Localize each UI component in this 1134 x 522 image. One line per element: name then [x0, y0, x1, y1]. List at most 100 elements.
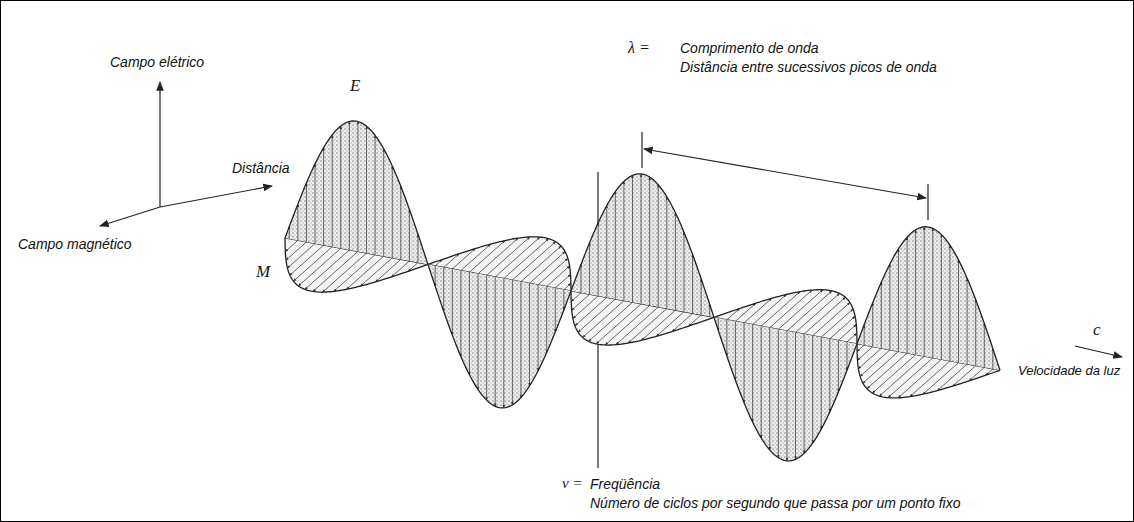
field-vector [692, 254, 693, 313]
bracket-tick [641, 132, 642, 168]
axis-label: Distância [232, 160, 290, 177]
field-vector [649, 177, 650, 305]
field-vector [563, 290, 564, 310]
field-vector [546, 286, 547, 352]
field-vector [529, 283, 530, 386]
distance-axis [160, 186, 272, 207]
definition-note: Número de ciclos por segundo que passa p… [590, 495, 960, 512]
field-vector [400, 186, 401, 259]
field-vector [821, 309, 853, 337]
field-vector [332, 135, 333, 247]
field-vector [666, 197, 667, 309]
electric-wave-fill [285, 121, 1000, 461]
field-vector [478, 238, 518, 274]
axis-label: Campo elétrico [110, 54, 204, 71]
field-vector [581, 264, 582, 292]
field-vector [417, 234, 418, 262]
field-vector [340, 126, 341, 248]
field-vector [975, 300, 976, 366]
definition-note: Distância entre sucessivos picos de onda [680, 59, 937, 76]
field-vector [315, 164, 316, 244]
field-vector [628, 309, 667, 343]
field-vector [571, 293, 581, 302]
field-vector [357, 122, 358, 252]
field-vector [778, 329, 779, 457]
wavelength-bracket [642, 132, 928, 220]
symbol-label: λ = [628, 38, 650, 57]
field-vector [460, 271, 461, 357]
field-vector [521, 246, 561, 282]
field-vector [598, 223, 599, 296]
field-vector [984, 323, 985, 367]
field-vector [564, 283, 571, 289]
field-vector [924, 227, 925, 356]
field-vector [949, 245, 950, 361]
term-label: Velocidade da luz [1018, 363, 1120, 379]
field-vector [298, 248, 340, 286]
electric-wave [285, 121, 1000, 461]
field-vector [293, 247, 332, 281]
propagation-arrow [1075, 346, 1122, 357]
field-vector [898, 249, 899, 352]
field-vector [375, 135, 376, 254]
field-vector [616, 307, 658, 345]
field-vector [383, 149, 384, 257]
field-vector [761, 292, 800, 326]
field-vector [547, 266, 570, 286]
field-vector [683, 232, 684, 312]
field-vector [575, 298, 607, 326]
field-vector [503, 278, 504, 407]
field-vector [858, 348, 881, 368]
field-vector [469, 272, 470, 375]
field-vector [726, 320, 727, 356]
axes-symbol [100, 82, 272, 226]
field-vector [967, 278, 968, 364]
field-vector [538, 285, 539, 371]
field-vector [769, 328, 770, 450]
field-vector [615, 192, 616, 300]
field-vector [812, 336, 813, 444]
wave-group [285, 121, 1000, 461]
field-vector [512, 242, 555, 280]
field-vector [701, 279, 702, 315]
field-vector [623, 181, 624, 300]
field-vector [287, 244, 315, 269]
bracket-tick [927, 184, 928, 220]
field-vector [286, 242, 306, 260]
field-vector [838, 340, 839, 392]
field-vector [512, 280, 513, 405]
field-vector [297, 204, 298, 240]
axis-label: Campo magnético [18, 236, 132, 253]
field-vector [889, 264, 890, 350]
magnetic-axis [100, 207, 160, 226]
field-vector [573, 296, 598, 318]
field-vector [285, 240, 298, 251]
field-vector [829, 339, 830, 412]
field-vector [583, 301, 624, 338]
field-vector [910, 361, 950, 397]
field-vector [795, 332, 796, 459]
symbol-label: c [1093, 320, 1101, 340]
field-vector [786, 331, 787, 461]
field-vector [641, 174, 642, 304]
field-vector [334, 255, 375, 292]
field-vector [606, 206, 607, 298]
wave-label: E [350, 76, 360, 96]
field-vector [872, 303, 873, 347]
field-vector [589, 243, 590, 295]
field-vector [857, 345, 864, 351]
symbol-label: ν = [562, 474, 583, 492]
field-vector [555, 288, 556, 332]
field-vector [658, 185, 659, 307]
field-vector [478, 274, 479, 390]
field-vector [578, 299, 615, 332]
field-vector [761, 326, 762, 438]
field-vector [290, 245, 324, 275]
field-vector [847, 333, 857, 342]
field-vector [530, 252, 566, 284]
bracket-line [644, 149, 926, 198]
field-vector [804, 334, 805, 453]
field-vector [735, 321, 736, 380]
wave-label: M [256, 262, 270, 282]
